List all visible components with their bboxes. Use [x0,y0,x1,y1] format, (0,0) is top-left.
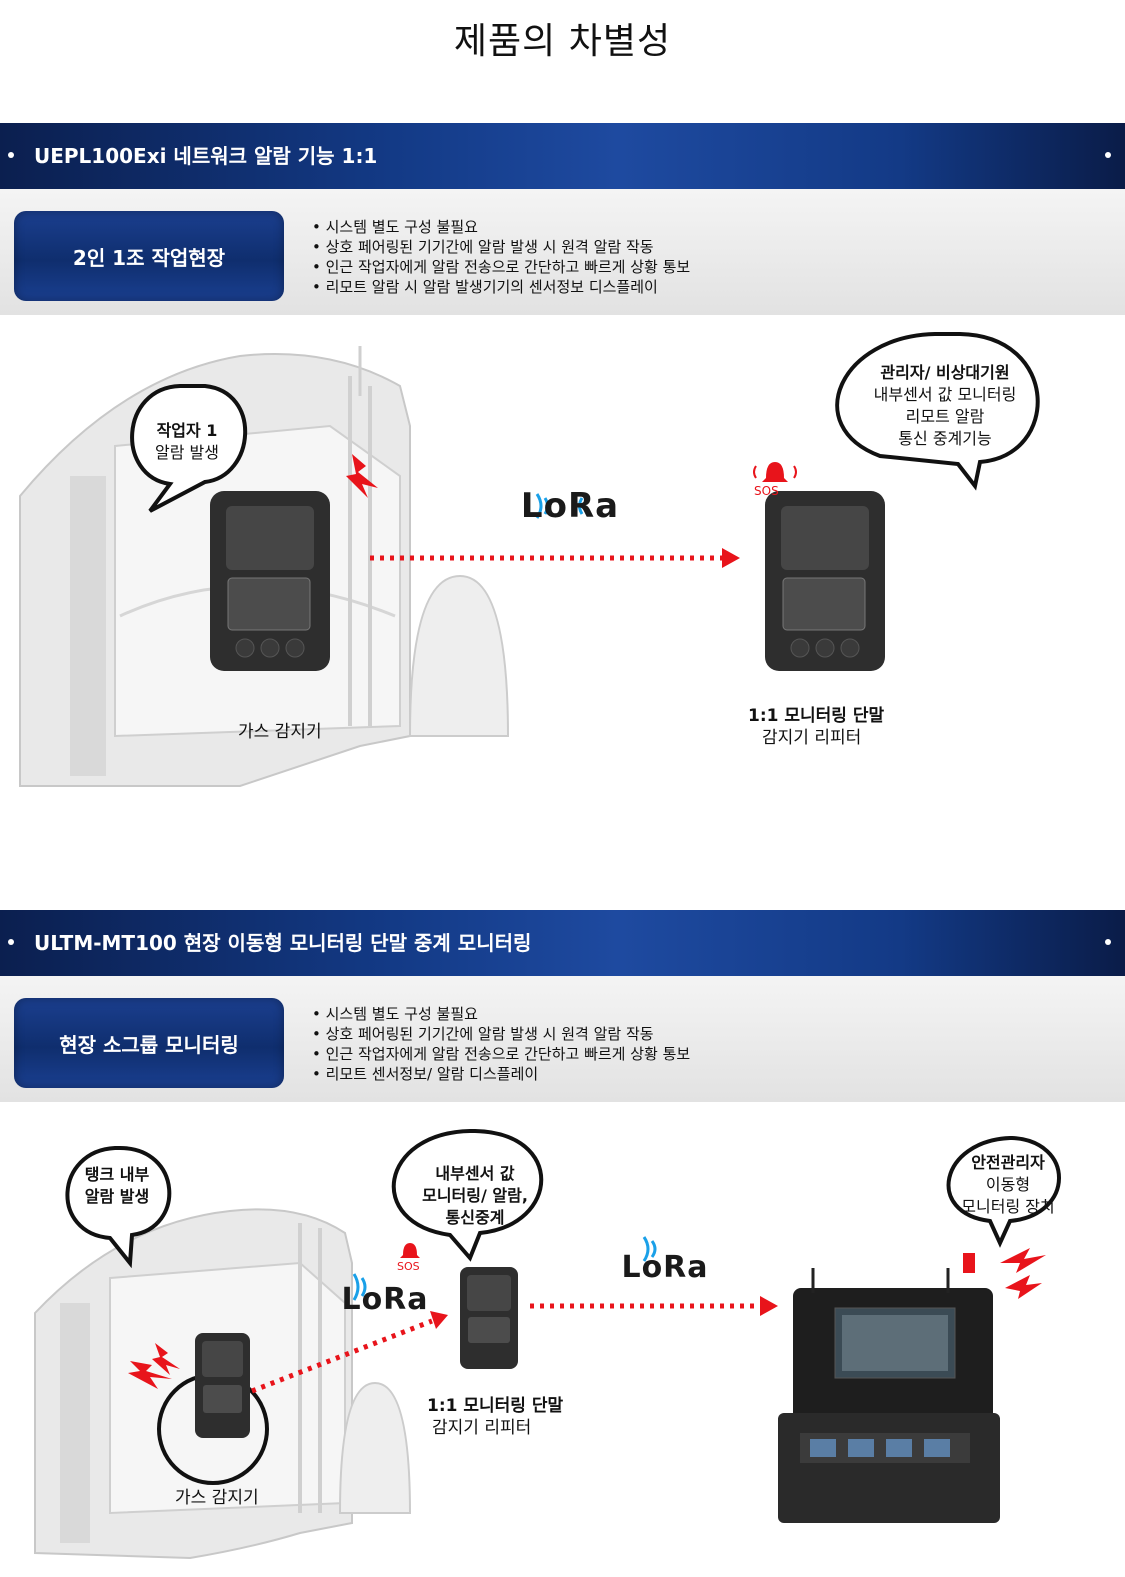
list-item: 인근 작업자에게 알람 전송으로 간단하고 빠르게 상황 통보 [312,1044,691,1064]
section2-repeater-caption-line1: 1:1 모니터링 단말 [427,1396,564,1416]
section1-pill-label: 2인 1조 작업현장 [14,211,284,301]
tank-bubble-line2: 알람 발생 [84,1187,150,1206]
lightning-icon [128,1361,172,1389]
section1-illustration [19,332,1040,787]
lora-label: LoRa [520,486,620,526]
section1-info-band: 2인 1조 작업현장 시스템 별도 구성 불필요 상호 페어링된 기기간에 알람… [0,189,1125,315]
arrow-head-icon [430,1311,448,1329]
worker-bubble-text: 작업자 1 알람 발생 [132,420,242,464]
lora-label: LoRa [341,1282,429,1317]
section2-repeater-caption-line2: 감지기 리피터 [432,1418,532,1438]
bullet-dot-icon [1105,152,1111,158]
sos-label: SOS [397,1260,420,1273]
safety-speech-bubble [946,1136,1061,1248]
list-item: 상호 페어링된 기기간에 알람 발생 시 원격 알람 작동 [312,237,690,257]
lora-label: LoRa [621,1250,709,1285]
list-item: 인근 작업자에게 알람 전송으로 간단하고 빠르게 상황 통보 [312,257,691,277]
tank-speech-bubble [65,1146,172,1269]
monitoring-case-icon [778,1253,1000,1523]
lightning-icon [1005,1275,1042,1299]
section2-detector-caption: 가스 감지기 [175,1488,259,1508]
section2-illustration [34,1129,1061,1560]
list-item: 리모트 센서정보/ 알람 디스플레이 [312,1064,690,1084]
lightning-icon [152,1343,180,1375]
manager-speech-bubble [835,332,1040,491]
manager-bubble-text: 관리자/ 비상대기원 내부센서 값 모니터링 리모트 알람 통신 중계기능 [845,362,1045,450]
safety-bubble-text: 안전관리자 이동형 모니터링 장치 [938,1152,1078,1218]
bullet-dot-icon [8,939,14,945]
repeater-device-icon [460,1267,518,1369]
lora-link-arrow [251,1318,433,1394]
list-item: 상호 페어링된 기기간에 알람 발생 시 원격 알람 작동 [312,1024,690,1044]
section2-banner: ULTM-MT100 현장 이동형 모니터링 단말 중계 모니터링 [0,910,1125,976]
gas-detector-icon [210,491,330,671]
section2-bullet-list: 시스템 별도 구성 불필요 상호 페어링된 기기간에 알람 발생 시 원격 알람… [312,1004,691,1084]
section1-banner: UEPL100Exi 네트워크 알람 기능 1:1 [0,123,1125,189]
relay-bubble-line1: 내부센서 값 [435,1164,515,1183]
page-title: 제품의 차별성 [453,21,672,62]
arrow-head-icon [722,548,740,568]
tank-bubble-text: 탱크 내부 알람 발생 [62,1164,172,1208]
list-item: 시스템 별도 구성 불필요 [312,1004,690,1024]
repeater-device-icon [765,491,885,671]
relay-speech-bubble [391,1129,544,1262]
manager-bubble-line3: 리모트 알람 [905,407,985,426]
section2-lora-logo-left: LoRa [320,1282,450,1318]
tank-bubble-line1: 탱크 내부 [84,1165,150,1184]
section2-pill-label: 현장 소그룹 모니터링 [14,998,284,1088]
lightning-icon [346,454,378,498]
relay-bubble-text: 내부센서 값 모니터링/ 알람, 통신중계 [395,1163,555,1229]
section1-bullet-list: 시스템 별도 구성 불필요 상호 페어링된 기기간에 알람 발생 시 원격 알람… [312,217,691,297]
alarm-bell-icon [400,1243,420,1258]
section1-detector-caption: 가스 감지기 [238,722,322,742]
relay-bubble-line3: 통신중계 [445,1208,505,1227]
lora-waves-icon [535,493,584,519]
list-item: 리모트 알람 시 알람 발생기기의 센서정보 디스플레이 [312,277,690,297]
relay-bubble-line2: 모니터링/ 알람, [422,1186,528,1205]
sos-label: SOS [754,484,779,498]
worker-bubble-line2: 알람 발생 [155,443,219,462]
section2-banner-title: ULTM-MT100 현장 이동형 모니터링 단말 중계 모니터링 [34,931,532,955]
lightning-icon [1000,1248,1046,1273]
section1-repeater-caption-line1: 1:1 모니터링 단말 [748,706,885,726]
safety-bubble-line2: 이동형 [985,1175,1031,1194]
arrow-head-icon [760,1296,778,1316]
worker-speech-bubble [130,384,248,513]
bullet-dot-icon [1105,939,1111,945]
lora-waves-icon [352,1236,657,1301]
section1-lora-logo: LoRa [500,488,640,524]
alarm-bell-icon [762,462,788,482]
manager-bubble-line1: 관리자/ 비상대기원 [880,363,1010,382]
bullet-dot-icon [8,152,14,158]
section2-lora-logo-right: LoRa [600,1250,730,1286]
section1-banner-title: UEPL100Exi 네트워크 알람 기능 1:1 [34,144,378,168]
gas-detector-icon [195,1333,250,1438]
manager-bubble-line4: 통신 중계기능 [898,429,992,448]
section2-info-band: 현장 소그룹 모니터링 시스템 별도 구성 불필요 상호 페어링된 기기간에 알… [0,976,1125,1102]
worker-bubble-line1: 작업자 1 [156,421,218,440]
list-item: 시스템 별도 구성 불필요 [312,217,690,237]
safety-bubble-line1: 안전관리자 [971,1153,1045,1172]
manager-bubble-line2: 내부센서 값 모니터링 [873,385,1017,404]
section1-repeater-caption-line2: 감지기 리피터 [762,728,862,748]
safety-bubble-line3: 모니터링 장치 [961,1197,1055,1216]
